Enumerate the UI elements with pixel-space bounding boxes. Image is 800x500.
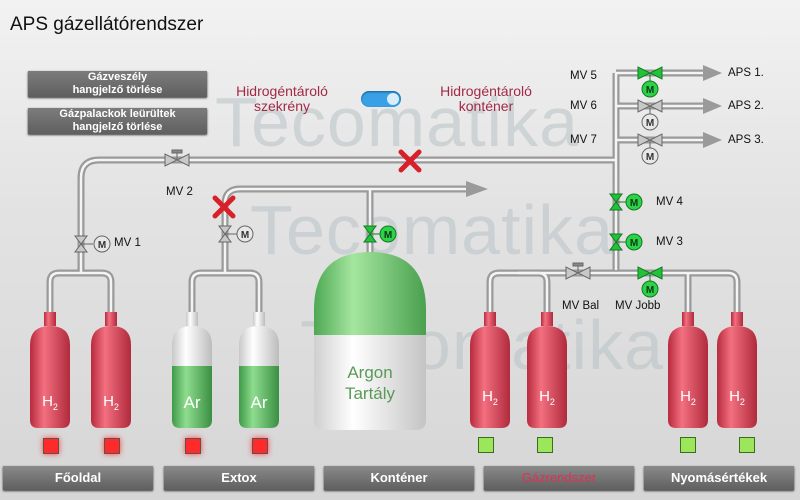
valve-mv2 [164, 149, 190, 167]
mv1-label: MV 1 [114, 237, 141, 249]
motor-symbol: M [241, 230, 249, 241]
flow-arrow-icon [703, 132, 722, 148]
cylinder-ar-2-label: Ar [250, 393, 268, 412]
container-label-line1: Hidrogéntároló [440, 83, 532, 99]
valve-extox [218, 225, 254, 243]
cylinder-h2-5 [668, 312, 708, 428]
cylinder-h2-2 [91, 312, 131, 428]
container-label-line2: konténer [458, 98, 514, 114]
mv3-label: MV 3 [656, 236, 683, 248]
valve-mv5 [637, 66, 663, 98]
valve-mv-left [565, 262, 591, 280]
nav-gas-system[interactable]: Gázrendszer [484, 466, 634, 490]
status-led-h2-6 [739, 437, 755, 453]
nav-container[interactable]: Konténer [324, 466, 474, 490]
mv-right-label: MV Jobb [615, 300, 661, 312]
motor-symbol: M [98, 240, 106, 251]
cyl-empty-reset-line2: hangjelző törlése [72, 121, 163, 133]
cylinder-h2-3 [470, 312, 510, 428]
status-led-ar-1 [185, 438, 201, 454]
valve-mv6 [637, 99, 663, 131]
nav-main[interactable]: Főoldal [3, 466, 153, 490]
status-led-ar-2 [252, 438, 268, 454]
motor-symbol: M [646, 85, 654, 96]
mv-left-label: MV Bal [562, 300, 600, 312]
motor-symbol: M [630, 198, 638, 209]
cylinder-h2-2-label: H2 [103, 393, 119, 412]
gas-leak-alarm-reset-button[interactable]: Gázveszély hangjelző törlése [28, 71, 207, 97]
gas-leak-reset-line2: hangjelző törlése [72, 84, 163, 96]
cabinet-label-line1: Hidrogéntároló [236, 83, 328, 99]
mv7-label: MV 7 [570, 134, 597, 146]
argon-tank-label: Argon Tartály [315, 362, 425, 404]
nav-extox[interactable]: Extox [164, 466, 314, 490]
watermark-2: Tecomatika [250, 191, 615, 269]
argon-tank-label-line2: Tartály [344, 384, 396, 403]
motor-symbol: M [630, 238, 638, 249]
aps3-label: APS 3. [728, 134, 764, 146]
flow-arrow-icon [466, 181, 488, 197]
valve-mv-right [637, 266, 663, 298]
valve-mv7 [637, 133, 663, 165]
motor-symbol: M [646, 152, 654, 163]
cylinder-h2-3-label: H2 [482, 388, 498, 407]
cylinder-ar-1-label: Ar [183, 393, 201, 412]
cylinder-h2-4 [527, 312, 567, 428]
valve-mv4 [609, 193, 643, 211]
argon-tank-label-line1: Argon [347, 363, 393, 382]
flow-arrow-icon [703, 65, 722, 81]
cylinders-empty-alarm-reset-button[interactable]: Gázpalackok leürültek hangjelző törlése [28, 108, 207, 134]
status-led-h2-5 [680, 437, 696, 453]
pipe-blocked-icon [398, 149, 422, 173]
mv6-label: MV 6 [570, 100, 597, 112]
cyl-empty-reset-line1: Gázpalackok leürültek [59, 108, 176, 120]
container-label: Hidrogéntároló konténer [426, 84, 546, 114]
status-led-h2-1 [43, 438, 59, 454]
status-led-h2-3 [478, 437, 494, 453]
motor-symbol: M [646, 118, 654, 129]
motor-symbol: M [384, 230, 392, 241]
valve-mv1 [74, 235, 111, 253]
cylinder-h2-6 [717, 312, 757, 428]
argon-tank [314, 252, 426, 430]
nav-pressure[interactable]: Nyomásértékek [644, 466, 794, 490]
valve-tank [363, 225, 397, 243]
cabinet-label: Hidrogéntároló szekrény [222, 84, 342, 114]
status-led-h2-2 [104, 438, 120, 454]
flow-arrow-icon [703, 98, 722, 114]
page-title: APS gázellátórendszer [10, 14, 204, 35]
aps2-label: APS 2. [728, 100, 764, 112]
mv2-label: MV 2 [166, 186, 193, 198]
cylinder-h2-1-label: H2 [42, 393, 58, 412]
mv5-label: MV 5 [570, 70, 597, 82]
storage-source-toggle[interactable] [361, 91, 401, 107]
valve-mv3 [609, 233, 643, 251]
cylinder-ar-2 [239, 312, 279, 428]
pipe-blocked-icon [212, 195, 236, 219]
cylinder-h2-6-label: H2 [729, 388, 745, 407]
mv4-label: MV 4 [656, 196, 683, 208]
motor-symbol: M [646, 285, 654, 296]
cabinet-label-line2: szekrény [253, 98, 311, 114]
gas-leak-reset-line1: Gázveszély [87, 71, 148, 83]
status-led-h2-4 [537, 437, 553, 453]
cylinder-h2-4-label: H2 [539, 388, 555, 407]
toggle-knob [387, 93, 399, 105]
aps1-label: APS 1. [728, 67, 764, 79]
cylinder-h2-1 [30, 312, 70, 428]
cylinder-h2-5-label: H2 [680, 388, 696, 407]
cylinder-ar-1 [172, 312, 212, 428]
